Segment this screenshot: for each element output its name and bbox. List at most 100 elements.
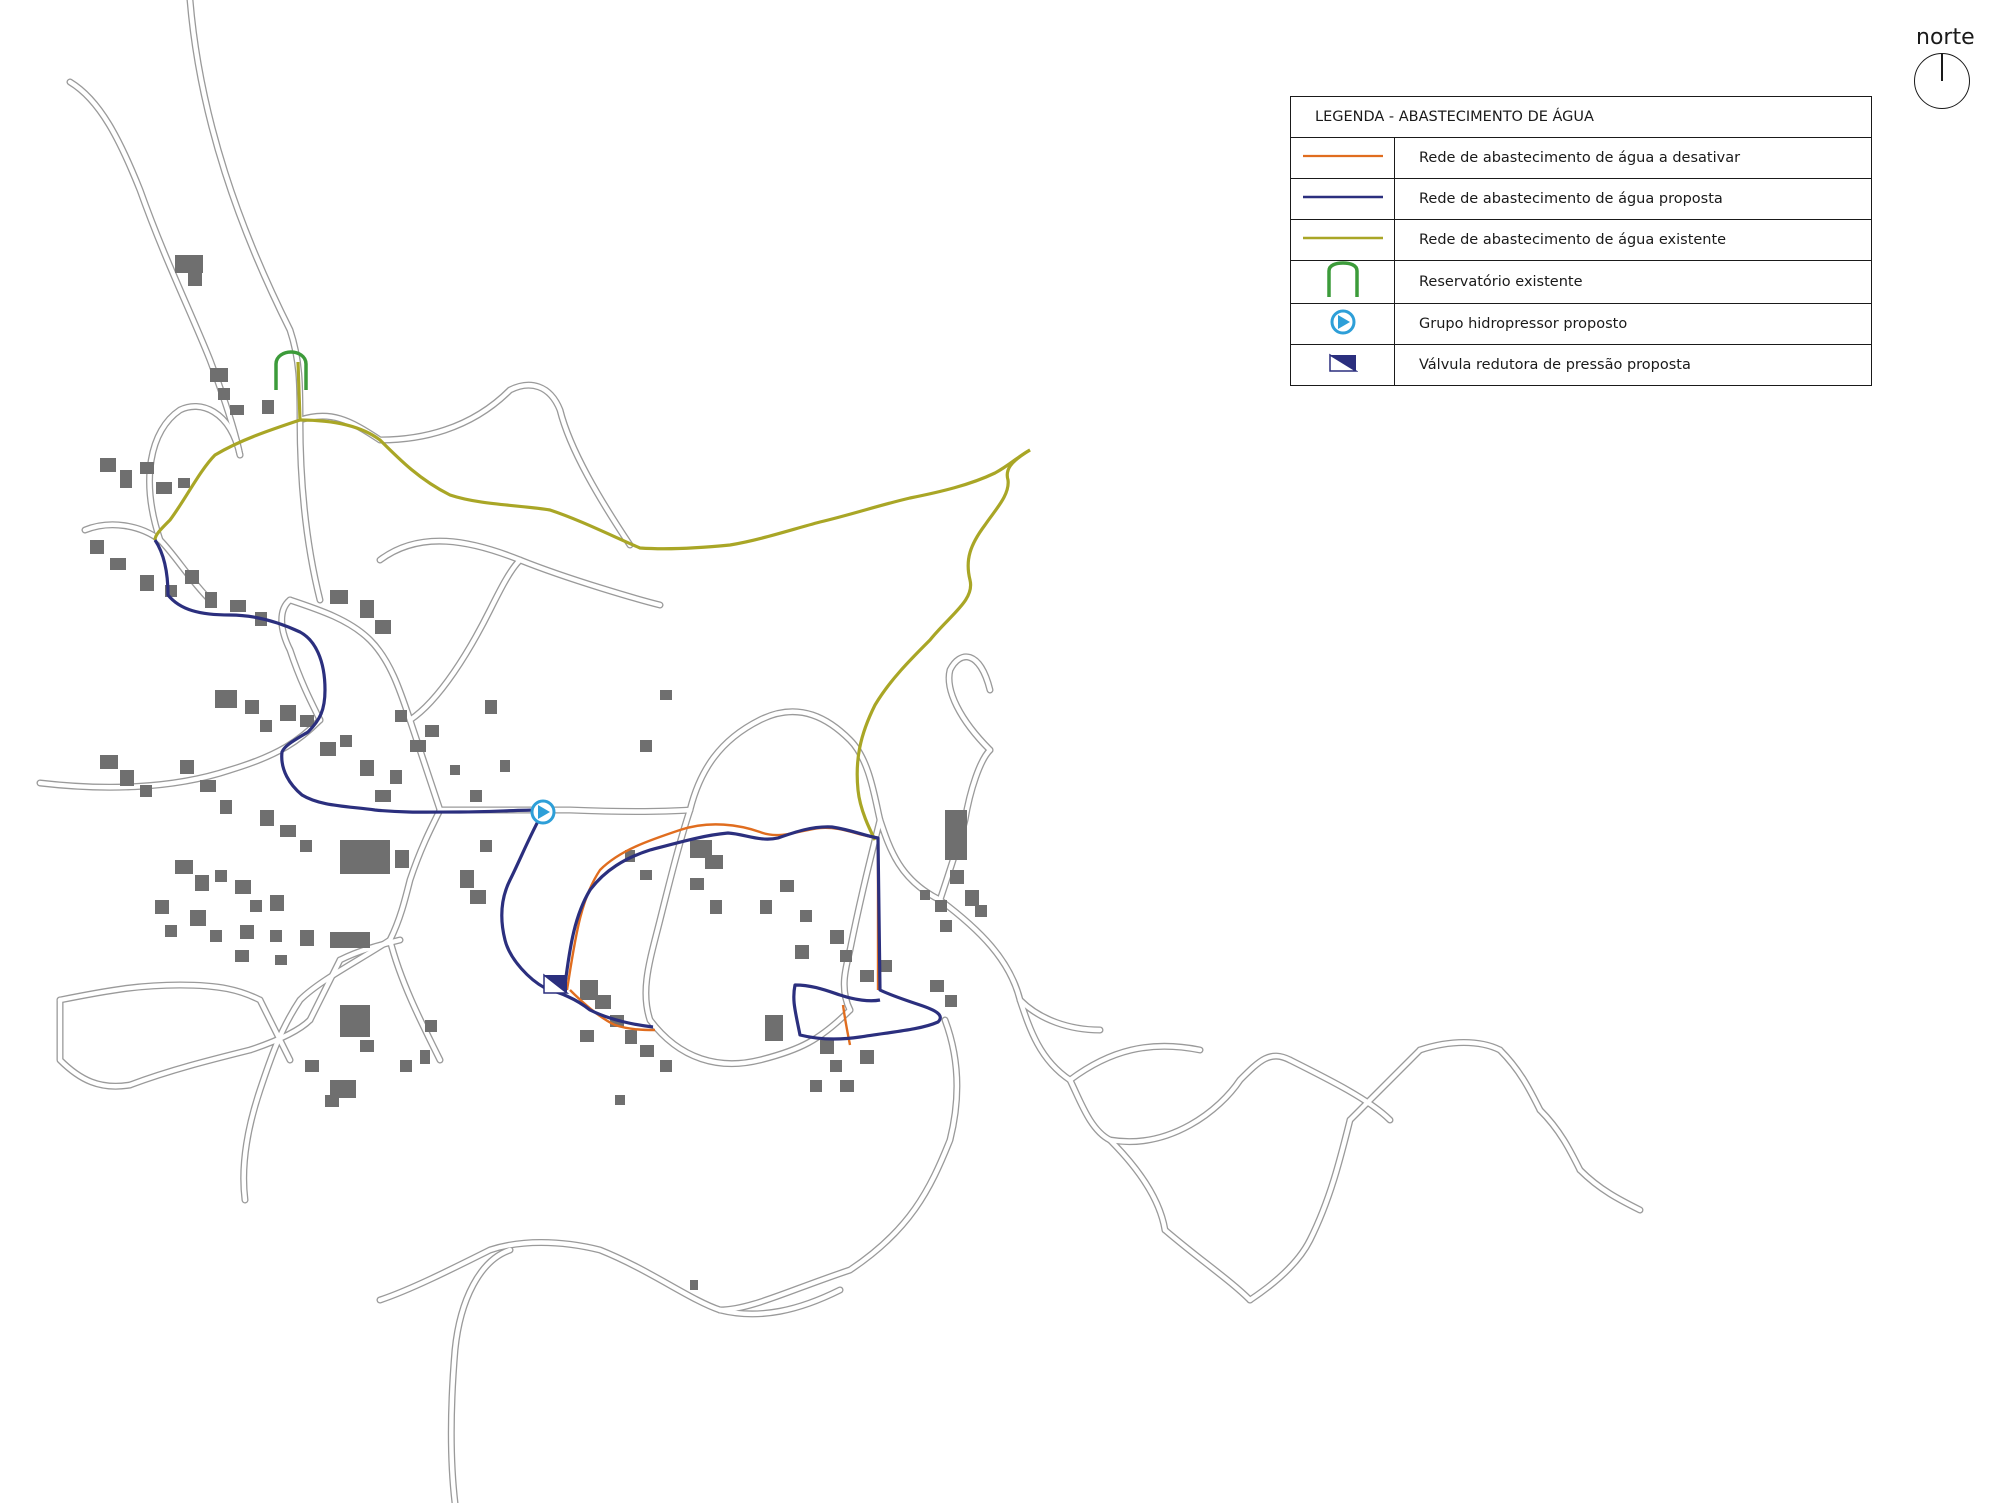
building [480,840,492,852]
building [580,980,598,1000]
road-inner [337,937,403,963]
building [595,995,611,1009]
legend-row: Grupo hidropressor proposto [1290,303,1872,345]
road-inner [687,709,943,903]
map-legend: LEGENDA - ABASTECIMENTO DE ÁGUA Rede de … [1290,96,1872,386]
road-inner [1577,1167,1643,1213]
building [185,570,199,584]
road-inner [643,807,693,1023]
building [340,735,352,747]
road-inner [387,937,443,1063]
road-inner [377,1240,723,1313]
road-inner [57,982,263,1003]
building [155,900,169,914]
road-inner [1287,1057,1393,1123]
road-inner [1347,1047,1423,1123]
building [450,765,460,775]
building [500,760,510,772]
road-inner [241,937,393,1203]
booster-pump-map-icon [530,799,556,825]
building [215,690,237,708]
road-inner [449,1247,513,1503]
building [945,995,957,1007]
legend-label: Válvula redutora de pressão proposta [1394,344,1872,386]
building [810,1080,822,1092]
building [640,870,652,880]
road-inner [257,997,293,1063]
legend-label: Rede de abastecimento de água a desativa… [1394,137,1872,179]
building [205,592,217,608]
building [410,740,426,752]
legend-row: Válvula redutora de pressão proposta [1290,344,1872,386]
legend-label: Reservatório existente [1394,260,1872,304]
building [400,1060,412,1072]
building [375,790,391,802]
building [690,1280,698,1290]
building [880,960,892,972]
building [360,1040,374,1052]
building [930,980,944,992]
building [800,910,812,922]
building [640,1045,654,1057]
building [340,840,390,874]
building [625,850,635,862]
building [460,870,474,888]
building [950,870,964,884]
building [140,575,154,591]
building [705,855,723,869]
building [165,925,177,937]
existing-network [153,361,1031,841]
building [470,890,486,904]
building [765,1015,783,1041]
building [820,1040,834,1054]
legend-label: Grupo hidropressor proposto [1394,303,1872,345]
building [218,388,230,400]
building [210,368,228,382]
road-inner [387,807,443,943]
building [920,890,930,900]
road-inner [1107,1053,1293,1144]
building [235,950,249,962]
building [395,710,407,722]
building [485,700,497,714]
booster-pump-icon [1290,303,1395,345]
north-arrow-tick [1941,53,1943,81]
north-label: norte [1916,25,1975,50]
road-inner [1417,1040,1503,1053]
road-inner [57,997,133,1089]
road-inner [127,1017,313,1088]
building [175,255,203,273]
building [140,785,152,797]
road-inner [1067,1044,1203,1083]
pressure-valve-map-icon [543,973,570,994]
road-inner [1497,1047,1543,1113]
building [395,850,409,868]
road-inner [1067,1077,1113,1143]
building [625,1030,637,1044]
building [940,920,952,932]
road-inner [647,1007,853,1066]
building [330,590,348,604]
building [965,890,979,906]
road-inner [717,1287,843,1317]
building [260,720,272,732]
building [425,1020,437,1032]
building [375,620,391,634]
building [230,405,244,415]
building [615,1095,625,1105]
building [330,932,370,948]
building [840,950,852,962]
road-inner [407,557,523,723]
building [215,870,227,882]
building [795,945,809,959]
building [660,690,672,700]
legend-label: Rede de abastecimento de água existente [1394,219,1872,261]
pressure-valve-icon [1290,344,1395,386]
building [860,1050,874,1064]
road-inner [1247,1117,1353,1303]
legend-row: Rede de abastecimento de água existente [1290,219,1872,261]
building [300,715,314,727]
building [156,482,172,494]
building [325,1095,339,1107]
